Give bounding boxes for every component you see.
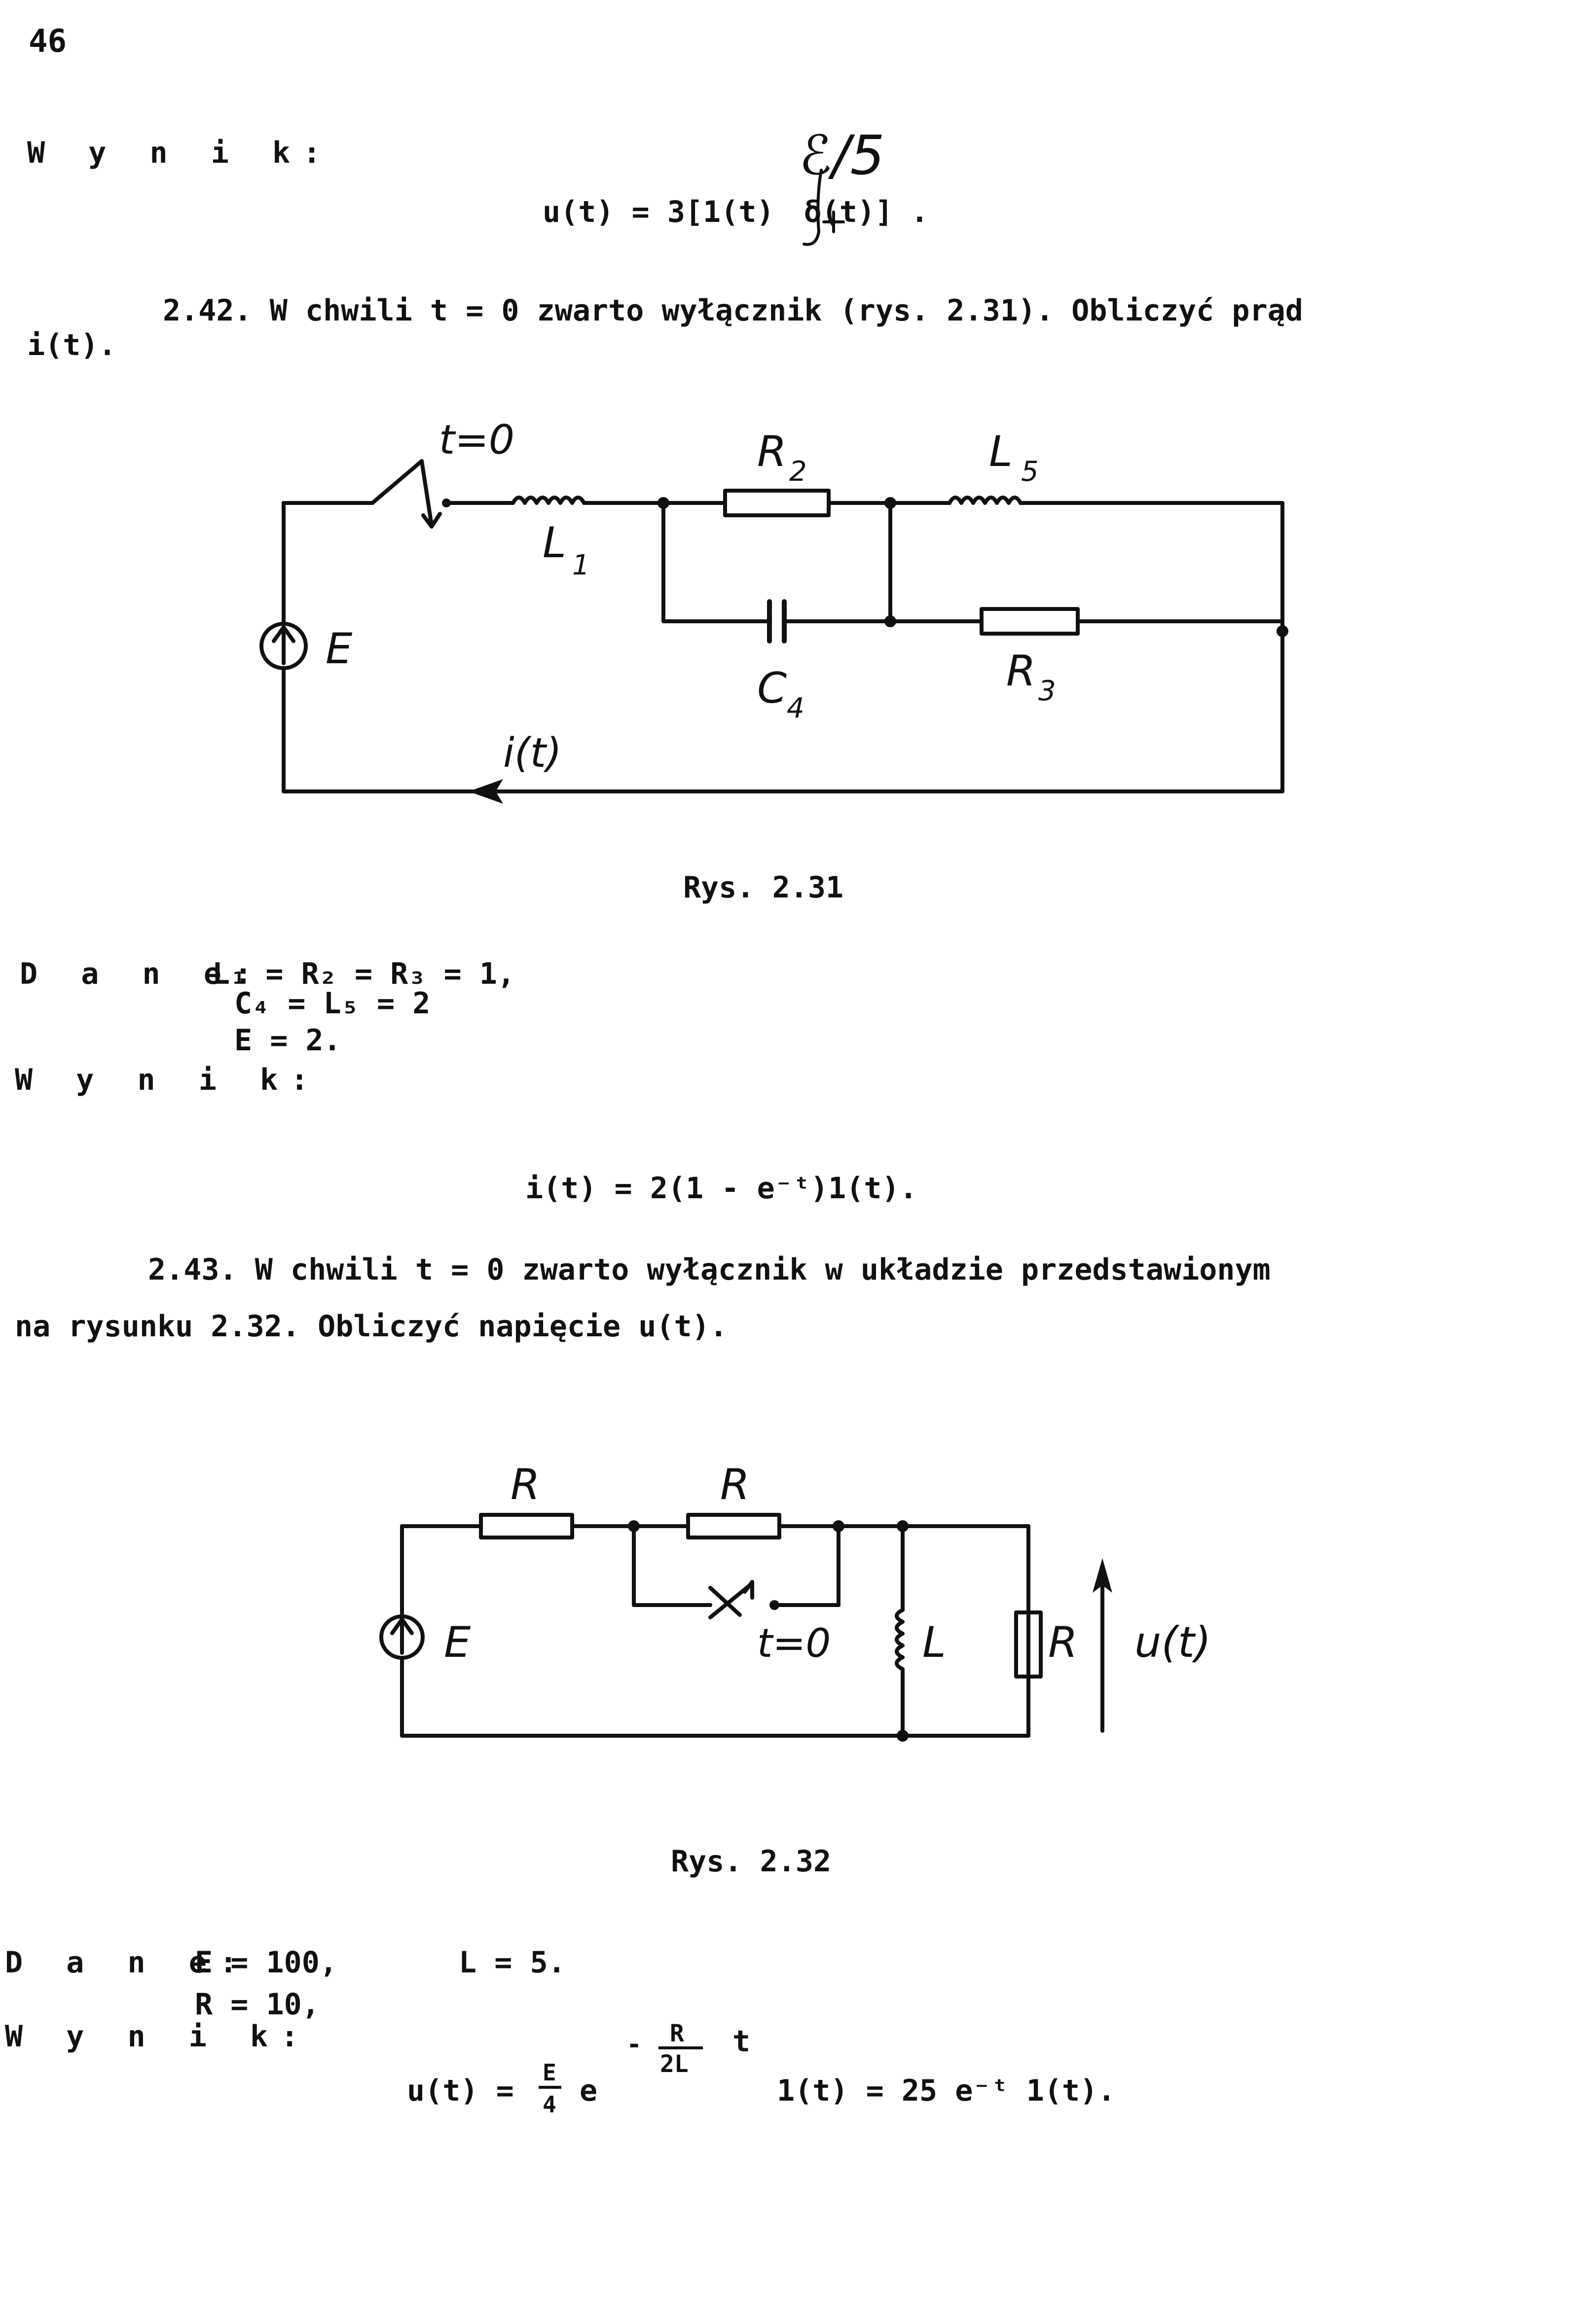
label-r3: R [1006,646,1036,696]
result2-label: W y n i k: [15,1063,322,1097]
label-l1: L [543,518,566,568]
data2-line1b: L = 5. [459,1945,566,1980]
data1-line3: E = 2. [234,1023,341,1058]
inductor-l5 [948,496,1022,505]
label-c4: C [757,664,787,713]
page-number: 46 [29,23,67,60]
problem-2-42-line2: i(t). [27,328,116,362]
result3-frac-den: 4 [543,2091,556,2118]
data2-line2: R = 10, [195,1987,320,2022]
resistor-r-left [479,1513,574,1539]
label-switch: t=0 [439,417,514,464]
inductor-l1 [511,496,586,505]
result2-formula: i(t) = 2(1 - e⁻ᵗ)1(t). [525,1171,917,1206]
label-switch-2: t=0 [757,1620,831,1666]
result3-exp-bar [658,2046,703,2049]
label-r2: R [757,427,787,476]
node-4 [897,1730,909,1742]
formula-left: u(t) = 3[1(t) [543,195,774,229]
label-r3-sub: 3 [1038,675,1056,707]
switch-blade [370,459,424,505]
label-l1-sub: 1 [572,549,590,581]
data2-label: D a n e: [5,1945,250,1980]
label-voltage: u(t) [1134,1618,1211,1667]
result3-formula-left: u(t) = [407,2074,514,2108]
data1-line1: L₁ = R₂ = R₃ = 1, [212,957,515,991]
label-r-right: R [720,1460,750,1509]
result3-exp-sign: - [626,2030,642,2059]
node-d [1277,625,1288,637]
result3-frac-num: E [543,2059,556,2086]
label-current: i(t) [503,730,562,777]
problem-2-43-line1: 2.43. W chwili t = 0 zwarto wyłącznik w … [148,1252,1271,1287]
result3-frac-bar [539,2086,561,2089]
label-l5: L [989,427,1013,476]
problem-2-42-line1: 2.42. W chwili t = 0 zwarto wyłącznik (r… [163,293,1303,328]
label-l: L [922,1618,946,1667]
resistor-r-right [686,1513,781,1539]
result3-exp-var: t [732,2024,751,2059]
label-c4-sub: 4 [787,692,804,724]
label-r2-sub: 2 [789,456,807,488]
result3-base: e [580,2074,598,2108]
data2-line1: E = 100, [195,1945,337,1980]
inductor-l [895,1608,905,1671]
data1-label: D a n e: [20,957,265,991]
result3-formula-right: 1(t) = 25 e⁻ᵗ 1(t). [777,2074,1116,2108]
problem-2-43-line2: na rysunku 2.32. Obliczyć napięcie u(t). [15,1309,728,1344]
caption-2-32: Rys. 2.32 [671,1844,832,1879]
label-e-2: E [444,1618,471,1667]
label-l5-sub: 5 [1021,456,1039,488]
current-arrow [469,779,503,804]
result3-exp-num: R [670,2020,684,2047]
label-r-left: R [511,1460,540,1509]
data1-line2: C₄ = L₅ = 2 [234,986,431,1021]
result3-label: W y n i k: [5,2019,312,2054]
switch-arrow [420,459,442,529]
label-r-load: R [1048,1618,1078,1667]
result3-exp-den: 2L [660,2050,689,2078]
label-e: E [326,624,353,674]
result-label: W y n i k: [27,136,334,170]
switch-arrow-2 [708,1580,754,1617]
caption-2-31: Rys. 2.31 [683,870,844,905]
